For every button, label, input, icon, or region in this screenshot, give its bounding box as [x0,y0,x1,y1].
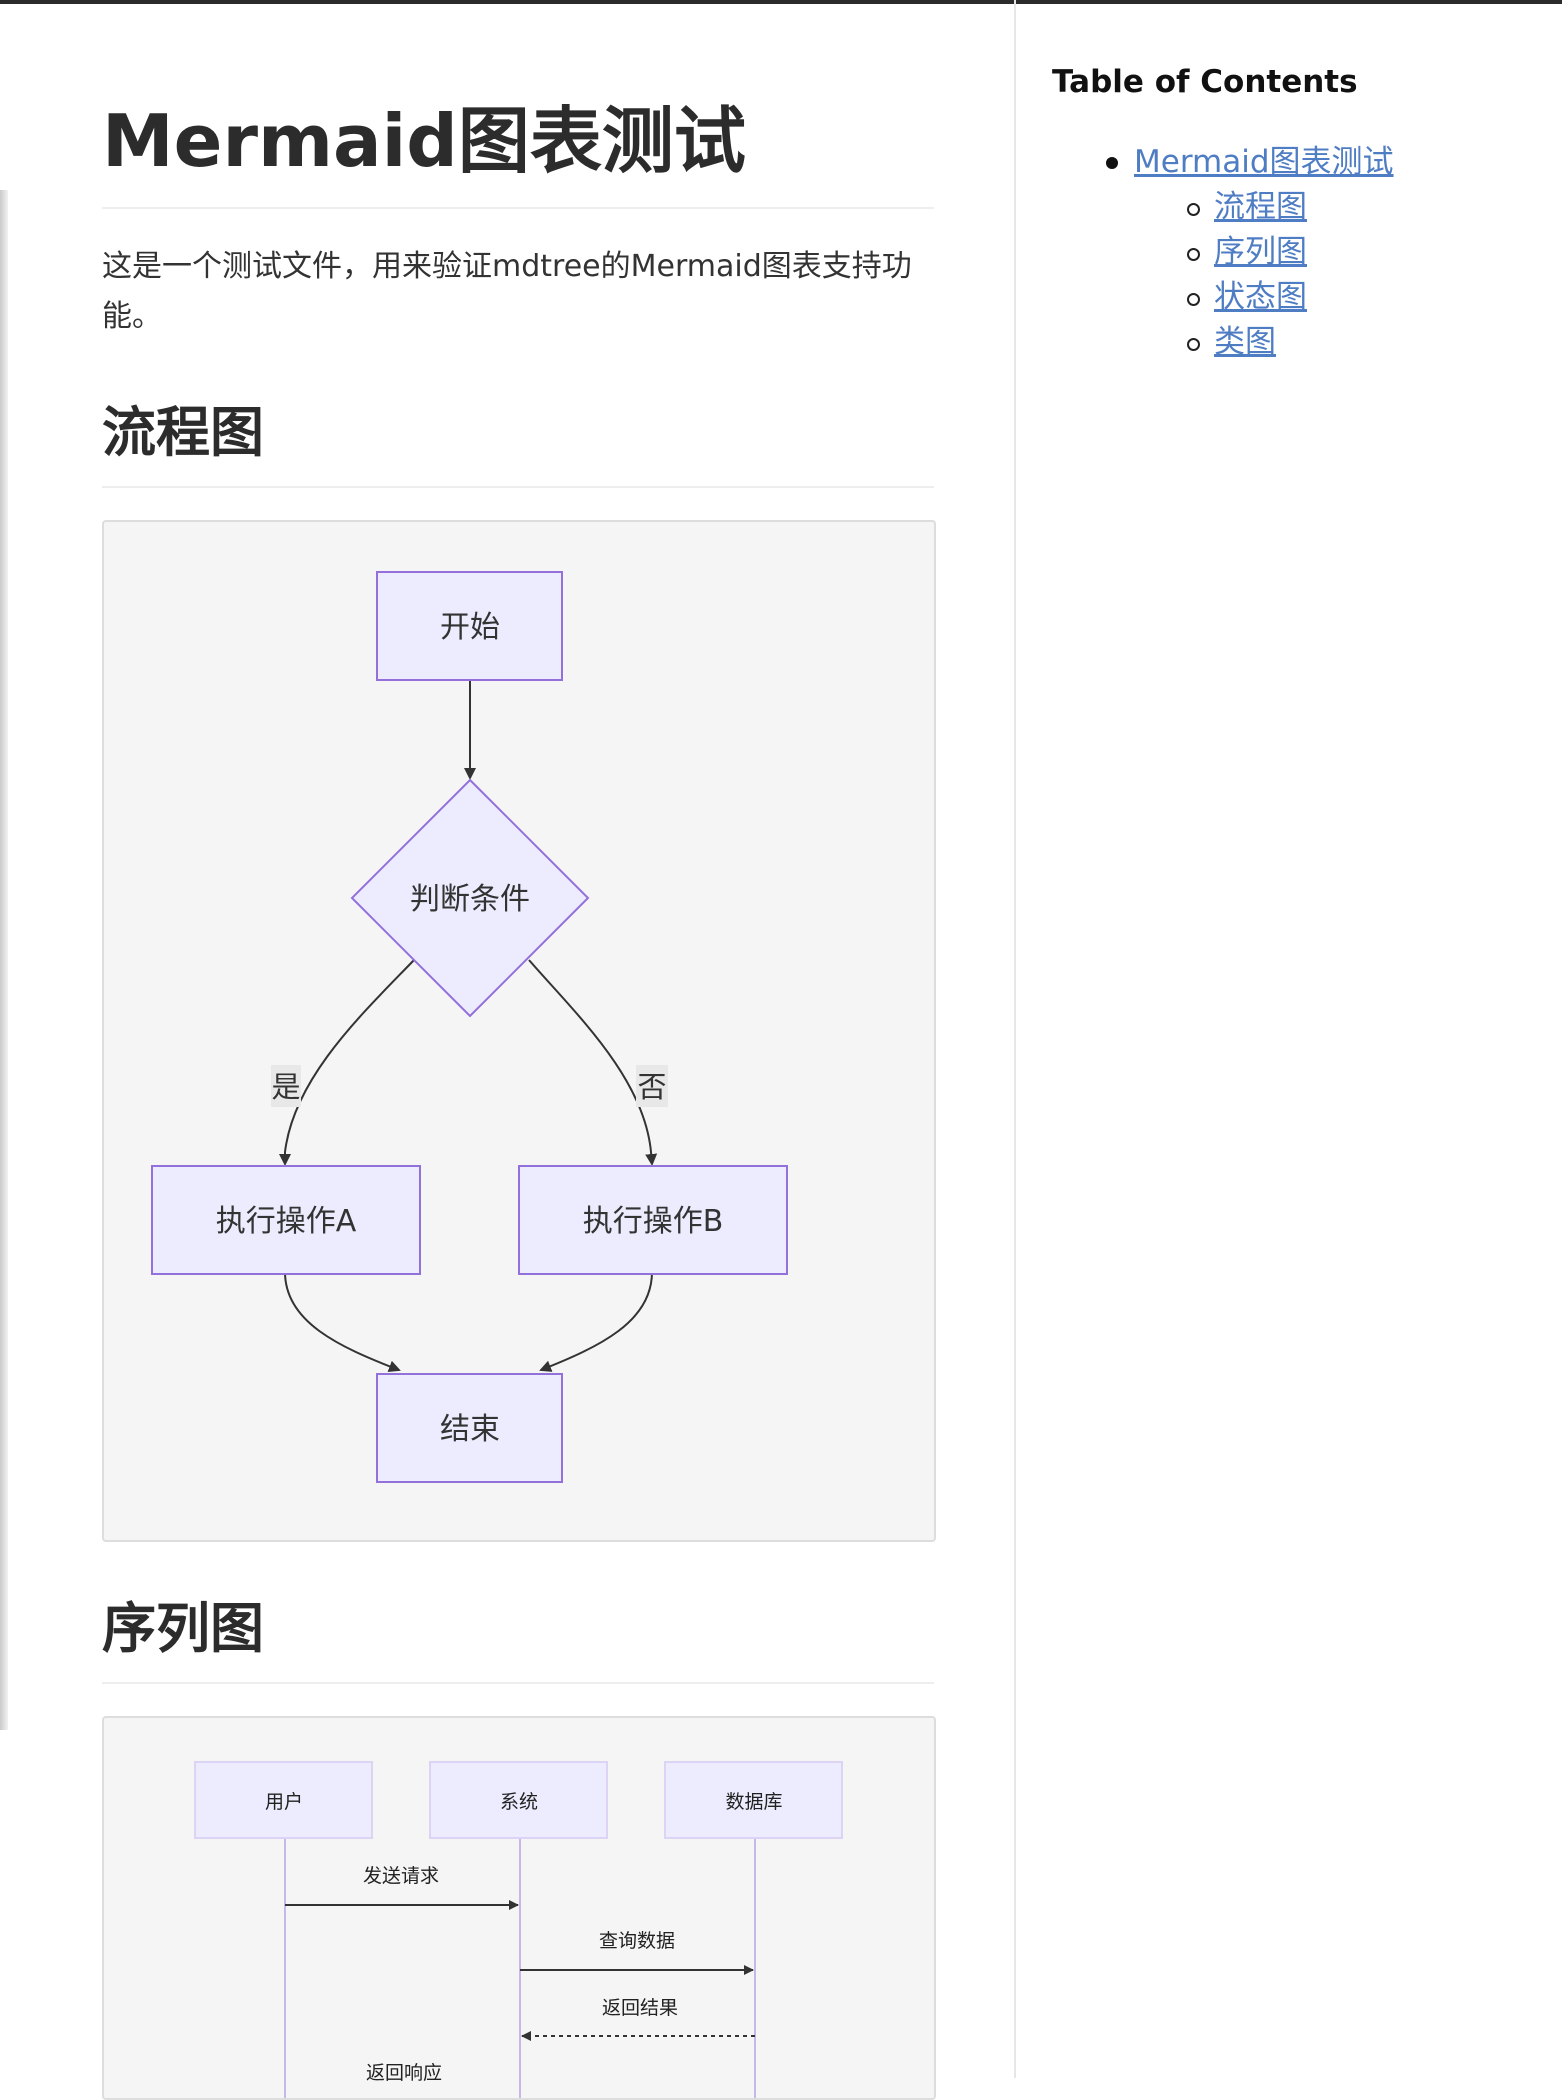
node-action-b-label: 执行操作B [583,1204,724,1239]
actor-user-label: 用户 [265,1791,303,1813]
toc-sidebar: Table of Contents Mermaid图表测试 流程图 序列图 状态… [1014,0,1562,2078]
flowchart-diagram: 是 否 开始 判断条件 执行操作A 执行操作B 结束 [102,520,936,1542]
actor-database-label: 数据库 [725,1791,782,1813]
node-action-a: 执行操作A [151,1165,421,1275]
toc-item-sequence[interactable]: 序列图 [1214,230,1307,275]
edge-label-no: 否 [637,1070,666,1104]
edge-action-b-end [539,1271,653,1372]
toc-bullet-root [1106,157,1118,169]
toc-item-root[interactable]: Mermaid图表测试 [1134,140,1394,185]
toc-link-flowchart[interactable]: 流程图 [1214,189,1307,225]
edge-action-a-end [284,1271,401,1373]
window-left-edge [0,190,8,1730]
toc-title: Table of Contents [1052,64,1358,100]
node-start-label: 开始 [440,610,500,645]
actor-database: 数据库 [664,1761,843,1839]
sequence-svg: 用户 系统 数据库 发送请求 查询数据 返回结果 返回响应 [194,1761,843,2098]
window-top-border [0,0,1562,4]
edge-label-no-bg [636,1065,668,1107]
toc-bullet-2 [1187,248,1200,261]
toc-link-root[interactable]: Mermaid图表测试 [1134,144,1394,180]
message-label-return-result: 返回结果 [602,1997,678,2019]
node-action-a-label: 执行操作A [216,1204,357,1239]
toc-item-flowchart[interactable]: 流程图 [1214,185,1307,230]
edge-label-yes: 是 [271,1070,300,1104]
toc-link-state[interactable]: 状态图 [1214,279,1307,315]
toc-item-state[interactable]: 状态图 [1214,275,1307,320]
flowchart-svg: 是 否 开始 判断条件 执行操作A 执行操作B 结束 [151,571,788,1483]
toc-item-class[interactable]: 类图 [1214,320,1276,365]
actor-system-label: 系统 [500,1791,538,1813]
message-label-send-request: 发送请求 [363,1865,439,1887]
node-start: 开始 [376,571,563,681]
main-content: Mermaid图表测试 这是一个测试文件，用来验证mdtree的Mermaid图… [102,0,936,2100]
edge-label-yes-bg [271,1065,301,1107]
toc-bullet-4 [1187,338,1200,351]
section-heading-flowchart: 流程图 [102,401,264,464]
title-divider [102,207,934,209]
toc-link-class[interactable]: 类图 [1214,324,1276,360]
node-end-label: 结束 [440,1412,500,1447]
actor-user: 用户 [194,1761,373,1839]
toc-bullet-3 [1187,293,1200,306]
page-title: Mermaid图表测试 [102,99,746,183]
intro-paragraph: 这是一个测试文件，用来验证mdtree的Mermaid图表支持功能。 [102,249,912,334]
message-label-query-data: 查询数据 [599,1930,675,1952]
edge-decision-action-b [528,959,658,1166]
edge-decision-action-a [279,959,415,1166]
flowchart-heading-divider [102,486,934,488]
sequence-heading-divider [102,1682,934,1684]
message-label-return-response: 返回响应 [366,2062,442,2084]
section-heading-sequence: 序列图 [102,1597,264,1660]
sequence-diagram: 用户 系统 数据库 发送请求 查询数据 返回结果 返回响应 [102,1716,936,2100]
node-decision-label: 判断条件 [410,882,530,917]
node-end: 结束 [376,1373,563,1483]
toc-link-sequence[interactable]: 序列图 [1214,234,1307,270]
node-action-b: 执行操作B [518,1165,788,1275]
node-decision: 判断条件 [350,778,590,1018]
toc-bullet-1 [1187,203,1200,216]
actor-system: 系统 [429,1761,608,1839]
